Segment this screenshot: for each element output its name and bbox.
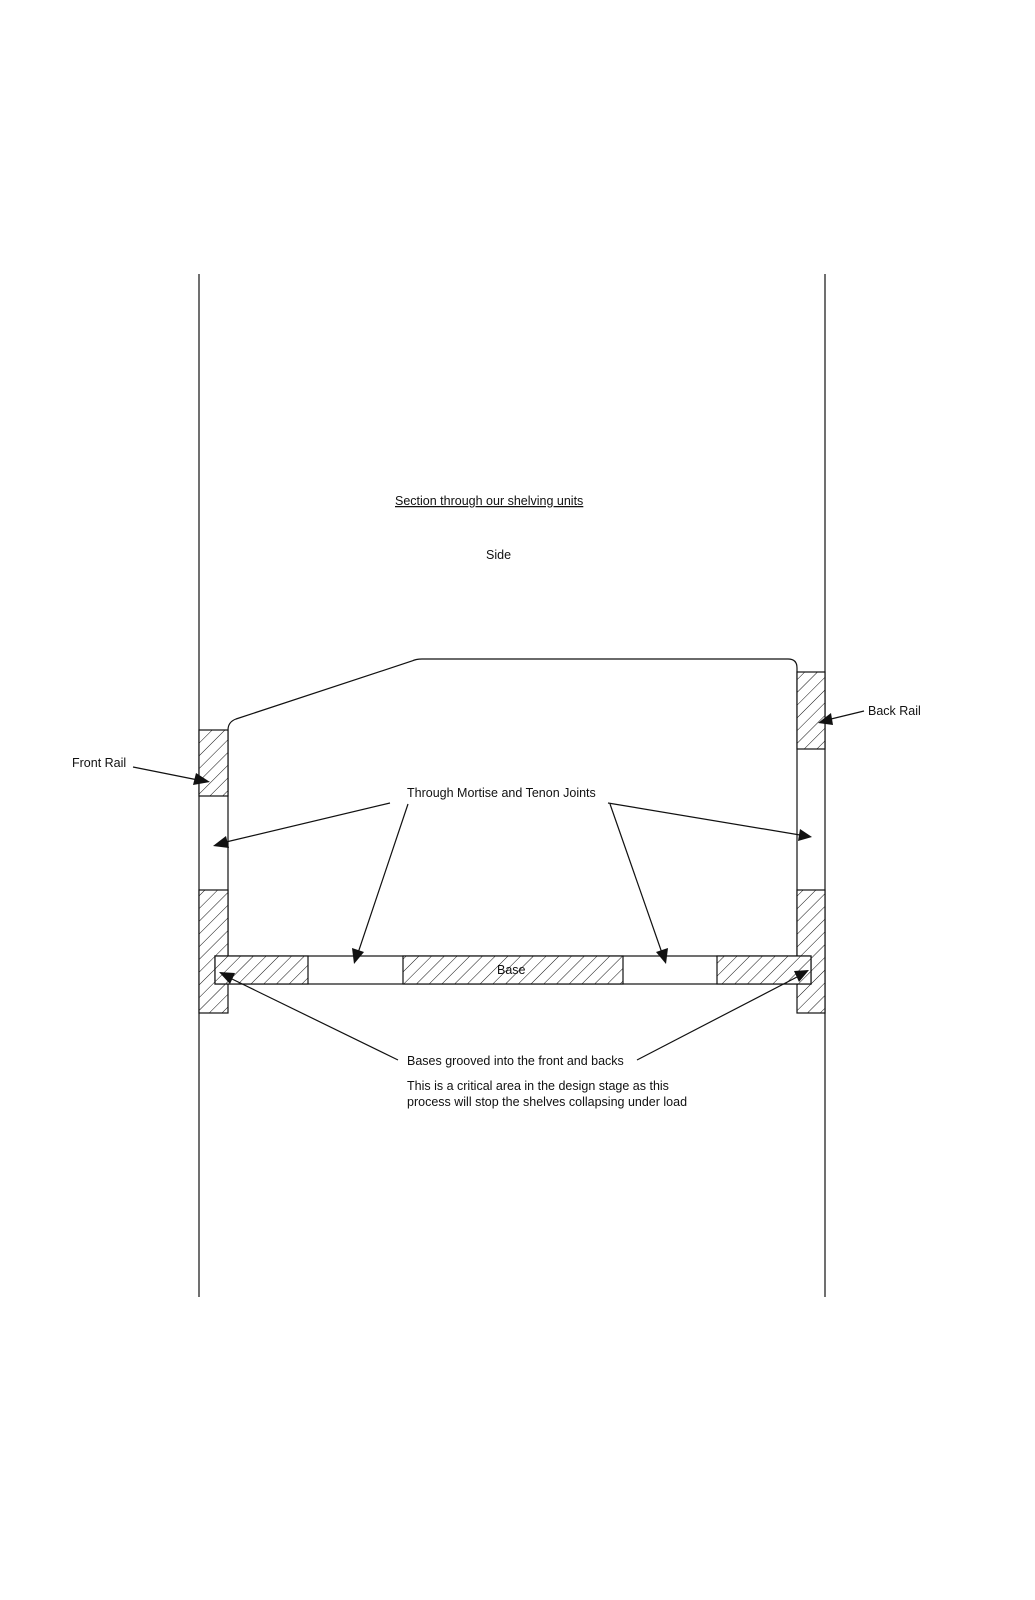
back-rail-leader — [830, 710, 865, 720]
front-rail-lower — [198, 889, 229, 1014]
bases-note: Bases grooved into the front and backs — [407, 1054, 624, 1068]
joint-leader-right — [607, 802, 801, 836]
joint-arrowhead-base-right — [656, 948, 668, 964]
bases-arrowhead-left — [219, 972, 235, 984]
joint-leader-base-right — [609, 803, 663, 954]
base-hatch-middle — [402, 955, 624, 985]
base-hatch-left — [214, 955, 309, 985]
bases-leader-left — [231, 978, 399, 1061]
base-hatch-right — [716, 955, 812, 985]
bases-leader-right — [636, 976, 798, 1061]
joint-arrowhead-left — [213, 836, 229, 848]
back-rail-arrowhead — [818, 713, 833, 725]
joints-label: Through Mortise and Tenon Joints — [407, 786, 596, 800]
joint-leader-base-left — [357, 803, 409, 954]
critical-note-line-1: This is a critical area in the design st… — [407, 1079, 669, 1093]
base-label: Base — [497, 963, 526, 977]
critical-note-line-2: process will stop the shelves collapsing… — [407, 1095, 687, 1109]
front-rail-label: Front Rail — [72, 756, 126, 770]
joint-arrowhead-right — [798, 829, 812, 841]
side-panel-outline — [227, 658, 798, 956]
front-rail-upper — [198, 729, 229, 797]
bases-arrowhead-right — [794, 970, 809, 982]
view-label: Side — [486, 548, 511, 562]
back-rail-label: Back Rail — [868, 704, 921, 718]
joint-leader-left — [225, 802, 391, 843]
front-rail-arrowhead — [193, 773, 210, 785]
back-rail-upper — [796, 671, 826, 750]
front-rail-leader — [132, 766, 199, 781]
back-rail-lower — [796, 889, 826, 1014]
joint-arrowhead-base-left — [352, 948, 364, 964]
drawing-title: Section through our shelving units — [395, 494, 583, 508]
